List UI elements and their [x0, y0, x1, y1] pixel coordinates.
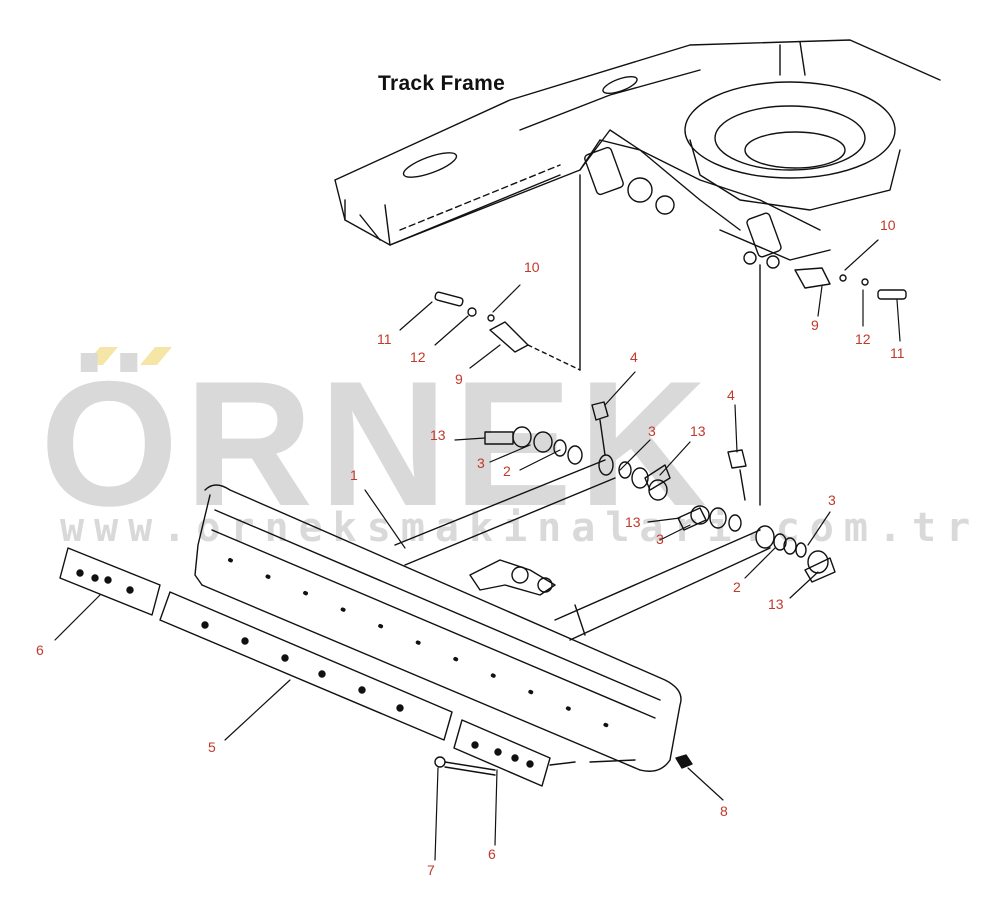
leader-lines: [54, 239, 901, 861]
callout-6a: 6: [36, 642, 44, 658]
callout-11b: 11: [890, 345, 905, 361]
callout-12a: 12: [410, 349, 426, 365]
watermark-accent-left: [85, 347, 118, 365]
callout-6b: 6: [488, 846, 496, 862]
pivot-stack-right: [677, 449, 836, 583]
callout-11a: 11: [377, 331, 392, 347]
pin-assembly-right: [794, 267, 907, 300]
callout-9a: 9: [455, 371, 463, 387]
callout-13c: 13: [625, 514, 641, 530]
callout-1: 1: [350, 467, 358, 483]
dozer-blade: [194, 484, 682, 772]
cutting-edge-left: [59, 547, 161, 616]
diagram-title: Track Frame: [378, 72, 506, 95]
callout-13d: 13: [768, 596, 784, 612]
callout-9b: 9: [811, 317, 819, 333]
callout-2b: 2: [733, 579, 741, 595]
callout-2a: 2: [503, 463, 511, 479]
push-arms: [394, 459, 771, 641]
pivot-stack-left: [484, 401, 671, 501]
bolt-and-nut: [434, 754, 693, 776]
callout-3c: 3: [656, 531, 664, 547]
callout-4b: 4: [727, 387, 735, 403]
callout-7: 7: [427, 862, 435, 878]
callout-3b: 3: [648, 423, 656, 439]
callout-12b: 12: [855, 331, 871, 347]
callout-10a: 10: [524, 259, 540, 275]
callout-13a: 13: [430, 427, 446, 443]
watermark-accent-right: [140, 347, 172, 365]
cutting-edge-center: [159, 591, 453, 741]
callout-4a: 4: [630, 349, 638, 365]
callout-3a: 3: [477, 455, 485, 471]
watermark-url: www.orneksmakinalari.com.tr: [60, 505, 981, 551]
callout-10b: 10: [880, 217, 896, 233]
callout-8: 8: [720, 803, 728, 819]
callout-5: 5: [208, 739, 216, 755]
cutting-edge-right: [453, 719, 551, 787]
callout-3d: 3: [828, 492, 836, 508]
callout-13b: 13: [690, 423, 706, 439]
pin-assembly-left: [434, 291, 581, 371]
track-frame: [334, 39, 941, 269]
